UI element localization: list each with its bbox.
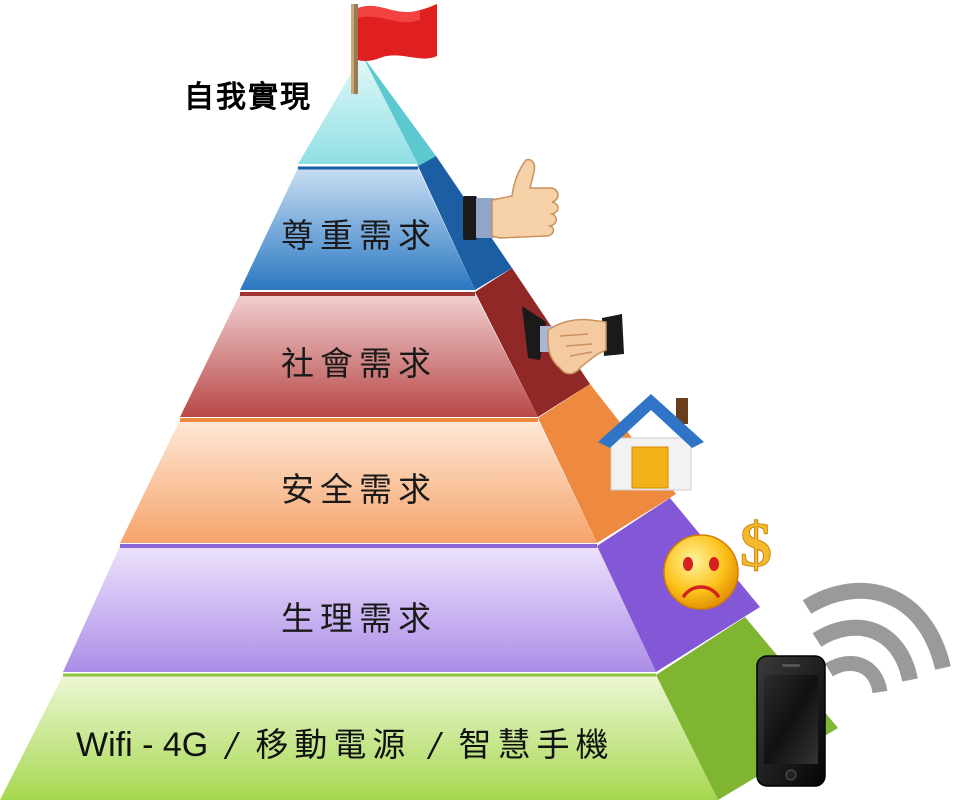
safety-level-label: 安全需求	[281, 470, 437, 509]
top-front-face	[298, 55, 418, 164]
base-label-smartphone: 智慧手機	[458, 725, 615, 764]
dollar-icon: $	[740, 509, 773, 581]
social-level-label: 社會需求	[281, 344, 437, 383]
esteem-level-label: 尊重需求	[281, 216, 437, 255]
physio-front-face	[63, 546, 656, 672]
base-front-face	[0, 675, 718, 800]
safety-side-face	[538, 384, 676, 543]
sad-face-icon	[663, 534, 739, 610]
base-label-separator: /	[226, 725, 238, 764]
safety-front-face	[120, 420, 597, 543]
pyramid-level-safety	[120, 384, 676, 543]
house-icon	[598, 394, 704, 491]
flag-icon	[351, 4, 437, 94]
thumbs-up-icon	[463, 158, 559, 240]
top-level-label: 自我實現	[184, 80, 312, 115]
pyramid-level-top	[298, 55, 436, 166]
physio-level-label: 生理需求	[281, 599, 437, 638]
wifi-icon	[802, 582, 951, 694]
base-level-label: Wifi - 4G / 移動電源 / 智慧手機	[76, 718, 614, 766]
base-label-separator: /	[429, 725, 441, 764]
base-label-wifi: Wifi - 4G	[76, 726, 209, 764]
social-front-face	[180, 294, 538, 417]
smartphone-icon	[756, 655, 826, 787]
esteem-front-face	[240, 168, 475, 290]
top-side-face	[362, 55, 436, 166]
base-label-power-bank: 移動電源	[255, 725, 412, 764]
handshake-icon	[522, 306, 624, 375]
